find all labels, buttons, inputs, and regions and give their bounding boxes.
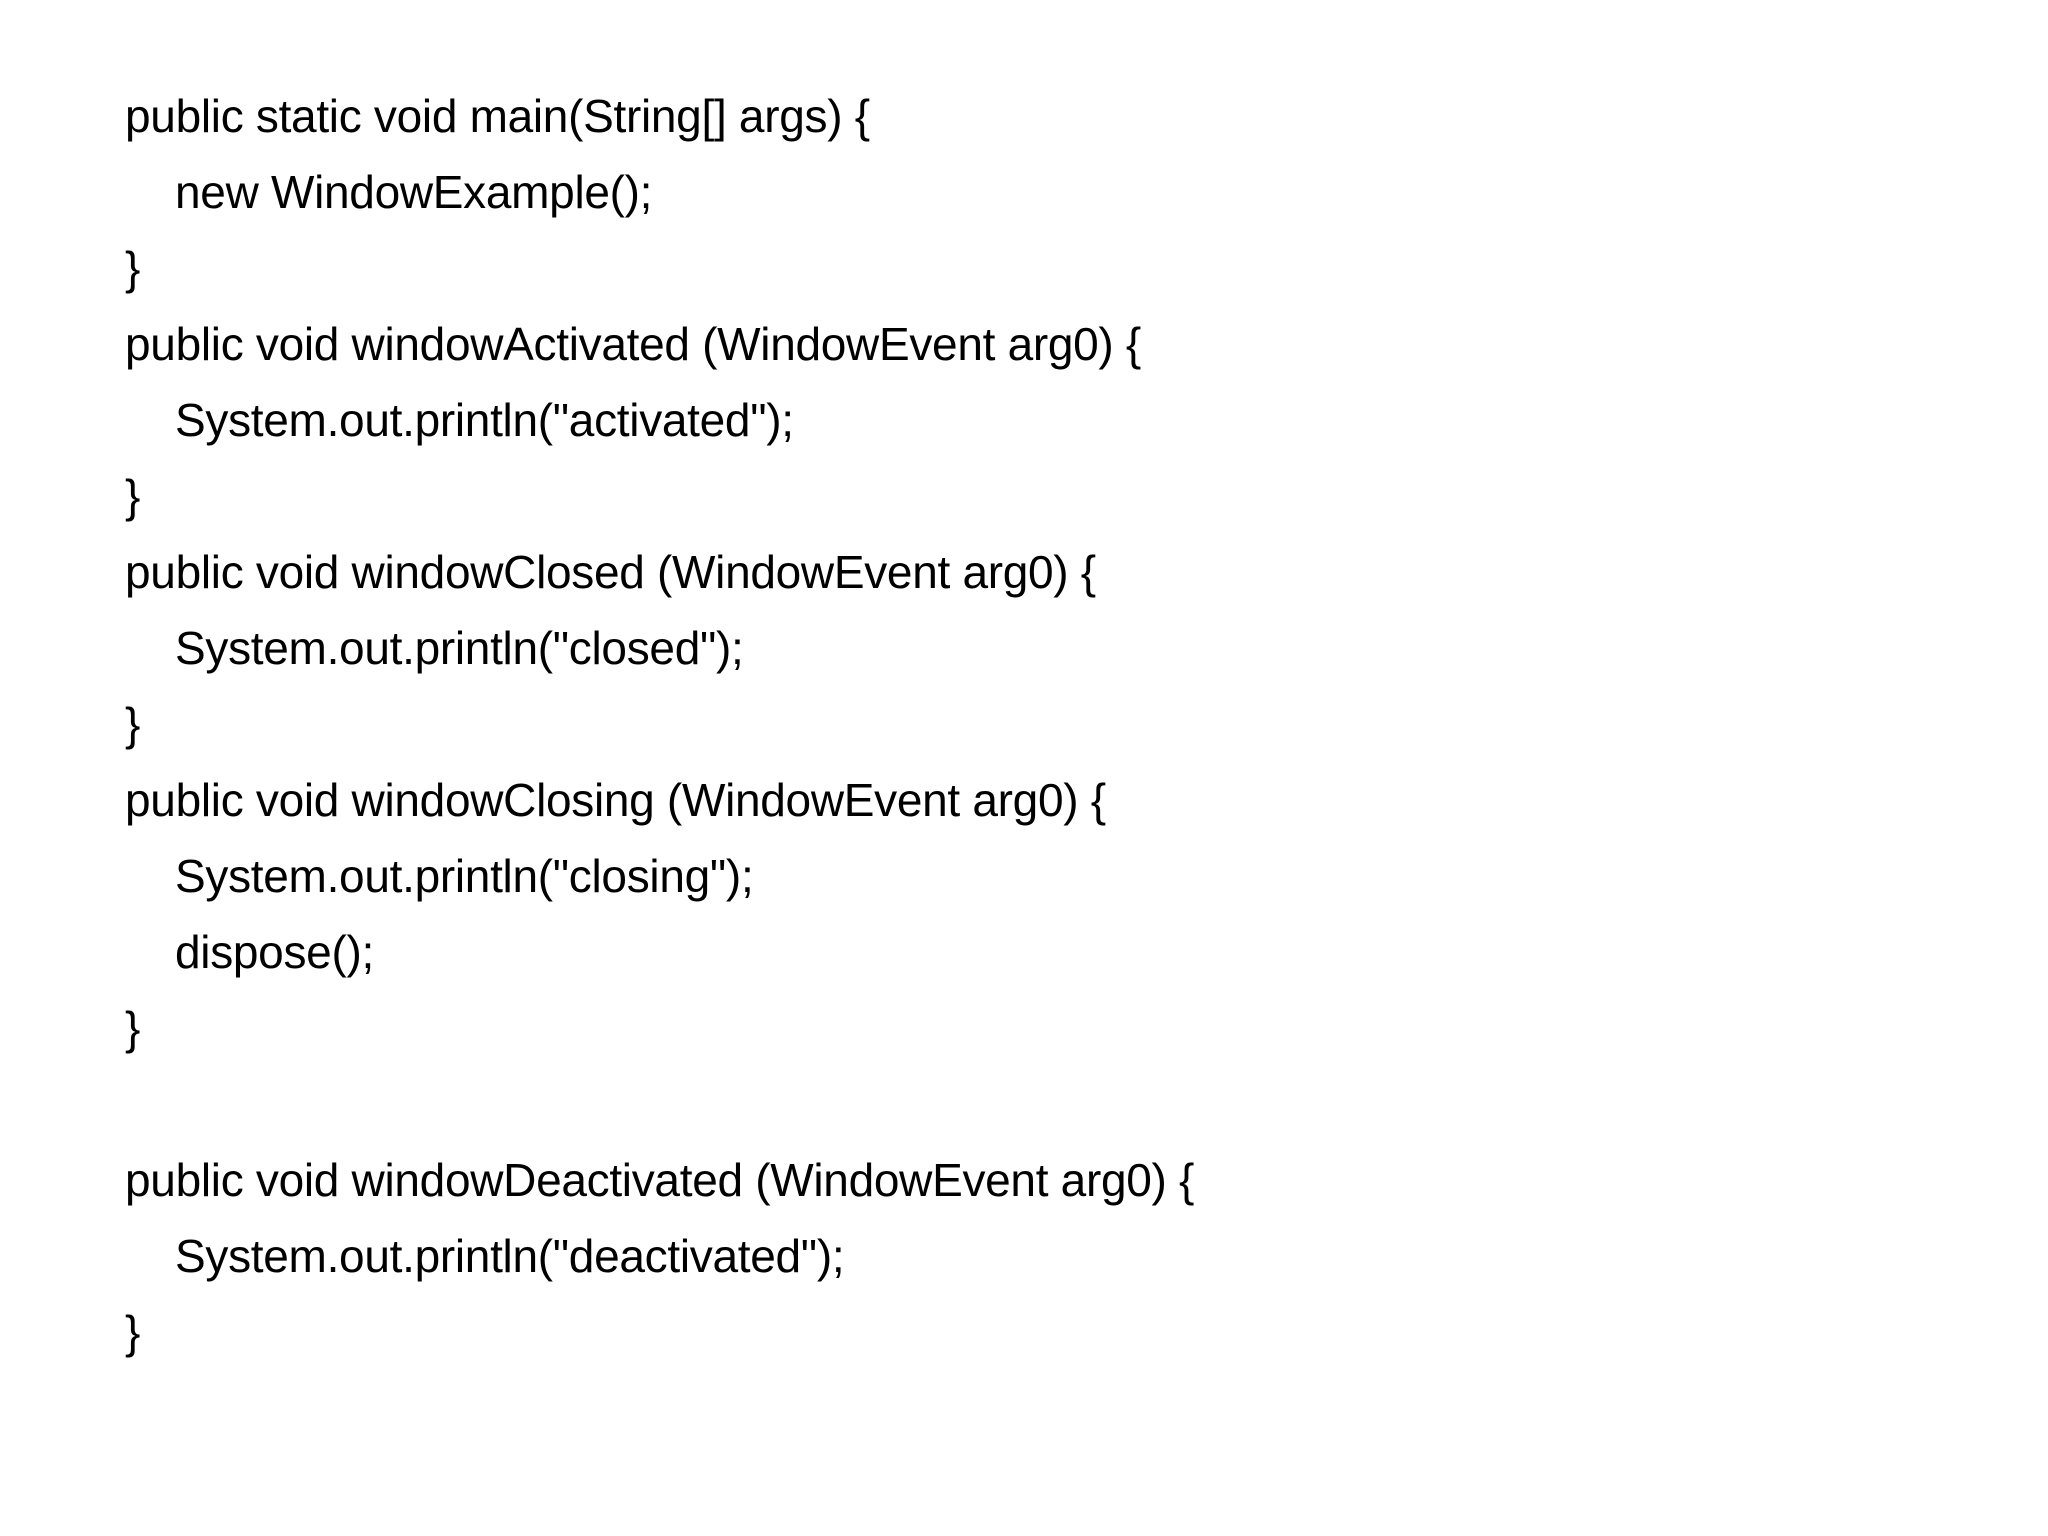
code-line: dispose();: [175, 926, 374, 978]
code-line: System.out.println("activated");: [175, 394, 794, 446]
code-line: public void windowDeactivated (WindowEve…: [125, 1154, 1195, 1206]
code-line: System.out.println("deactivated");: [175, 1230, 845, 1282]
code-line: }: [125, 242, 141, 294]
code-line: }: [125, 1306, 141, 1358]
code-block: public static void main(String[] args) {…: [125, 78, 1194, 1370]
code-line-blank: [125, 1066, 1194, 1142]
code-line: System.out.println("closed");: [175, 622, 744, 674]
code-line: System.out.println("closing");: [175, 850, 754, 902]
code-line: public static void main(String[] args) {: [125, 90, 870, 142]
code-line: public void windowClosing (WindowEvent a…: [125, 774, 1106, 826]
code-line: }: [125, 1002, 141, 1054]
code-line: }: [125, 698, 141, 750]
code-line: public void windowClosed (WindowEvent ar…: [125, 546, 1096, 598]
code-line: new WindowExample();: [175, 166, 653, 218]
code-line: public void windowActivated (WindowEvent…: [125, 318, 1141, 370]
code-line: }: [125, 470, 141, 522]
